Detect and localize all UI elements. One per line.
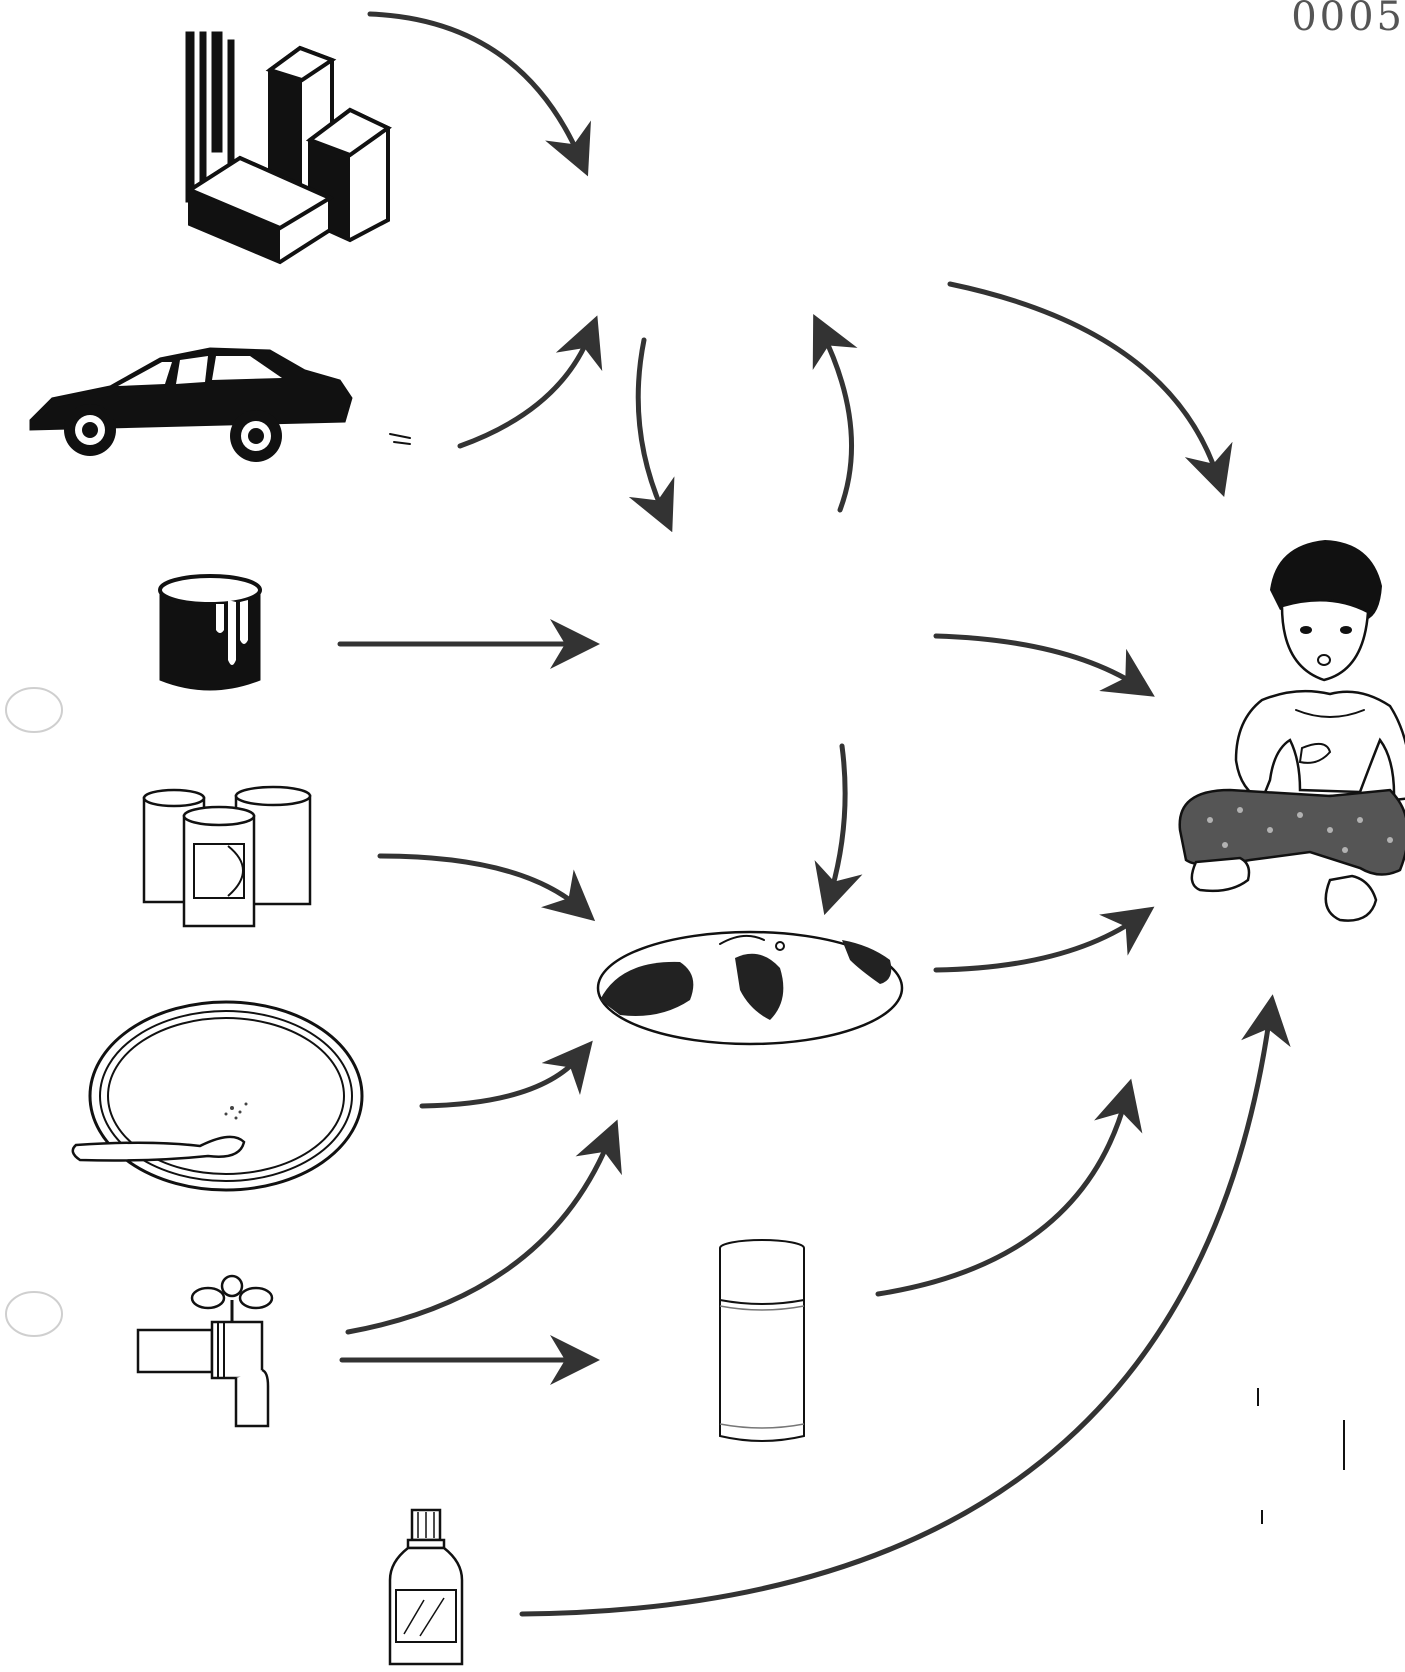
binder-hole-top: [6, 688, 62, 732]
arrow-soil-to-food: [830, 746, 845, 896]
food-cans-icon: [144, 787, 310, 926]
arrow-air-to-child: [950, 284, 1218, 478]
arrow-faucet-to-food: [348, 1138, 610, 1332]
arrow-factory-to-air: [370, 14, 580, 158]
arrow-food-to-child: [936, 918, 1138, 970]
food-plate-icon: [598, 932, 902, 1044]
child-icon: [1180, 540, 1405, 921]
plate-and-spoon-icon: [73, 1002, 362, 1190]
arrow-soil-to-child: [936, 636, 1138, 686]
arrow-cans-to-food: [380, 856, 580, 908]
arrow-soil-to-air: [822, 332, 852, 510]
binder-hole-bottom: [6, 1292, 62, 1336]
arrow-bottle-to-child: [522, 1014, 1270, 1614]
water-faucet-icon: [138, 1276, 272, 1426]
bottle-icon: [390, 1510, 462, 1664]
arrow-glass-to-child: [878, 1098, 1126, 1294]
water-glass-icon: [720, 1240, 804, 1441]
page-number: 0005: [1291, 0, 1405, 40]
arrow-car-to-air: [460, 334, 590, 446]
paint-can-icon: [160, 576, 260, 690]
arrow-plate-to-food: [422, 1056, 580, 1106]
factory-icon: [186, 32, 388, 262]
arrow-air-to-soil: [638, 340, 664, 514]
car-icon: [30, 348, 410, 462]
